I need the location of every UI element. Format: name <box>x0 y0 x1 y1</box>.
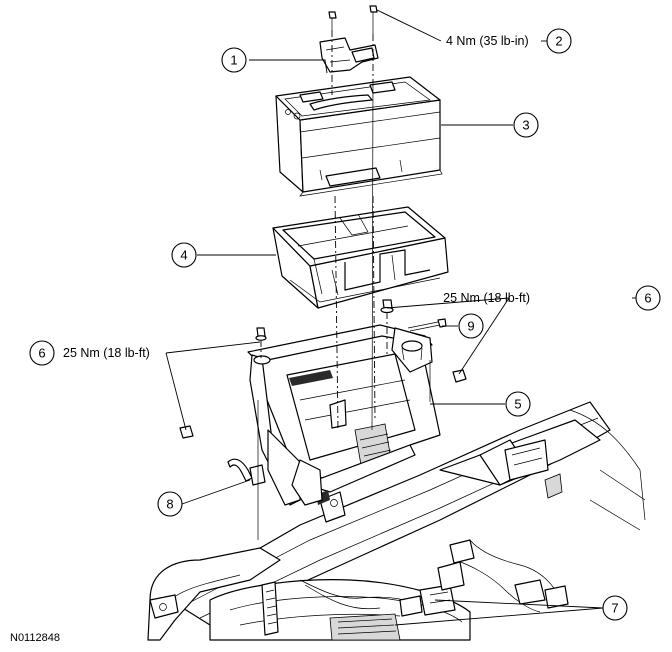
leader-lines <box>165 9 636 626</box>
svg-text:1: 1 <box>230 53 237 68</box>
svg-text:6: 6 <box>38 346 45 361</box>
callout-4: 4 <box>171 242 197 268</box>
callout-1: 1 <box>221 47 247 73</box>
battery-hold-down-clamp <box>319 37 379 73</box>
callout-8: 8 <box>157 491 183 517</box>
svg-text:8: 8 <box>166 497 173 512</box>
callout-6-left: 6 <box>29 340 55 366</box>
callout-3: 3 <box>513 112 539 138</box>
callout-6-right: 6 <box>635 285 661 311</box>
vehicle-frame <box>147 401 646 641</box>
battery-tray <box>247 324 441 523</box>
svg-text:4: 4 <box>180 248 187 263</box>
callout-9: 9 <box>458 313 484 339</box>
svg-text:7: 7 <box>611 601 618 616</box>
svg-text:5: 5 <box>514 397 521 412</box>
svg-text:3: 3 <box>522 118 529 133</box>
svg-text:2: 2 <box>555 34 562 49</box>
callout-2: 2 <box>546 28 572 54</box>
assembly-lines <box>257 30 431 540</box>
stud-bolt <box>407 318 447 332</box>
svg-text:6: 6 <box>644 291 651 306</box>
tray-fasteners <box>179 299 467 439</box>
figure-id: N0112848 <box>10 632 60 644</box>
torque-label-tray-left: 25 Nm (18 lb-ft) <box>63 346 150 360</box>
battery <box>275 76 443 197</box>
callout-5: 5 <box>505 391 531 417</box>
torque-label-hold-down: 4 Nm (35 lb-in) <box>446 34 529 48</box>
callout-7: 7 <box>602 595 628 621</box>
svg-text:9: 9 <box>467 319 474 334</box>
battery-box-cover <box>272 206 449 309</box>
torque-label-tray-right: 25 Nm (18 lb-ft) <box>443 291 530 305</box>
hold-down-bolts <box>328 5 378 34</box>
